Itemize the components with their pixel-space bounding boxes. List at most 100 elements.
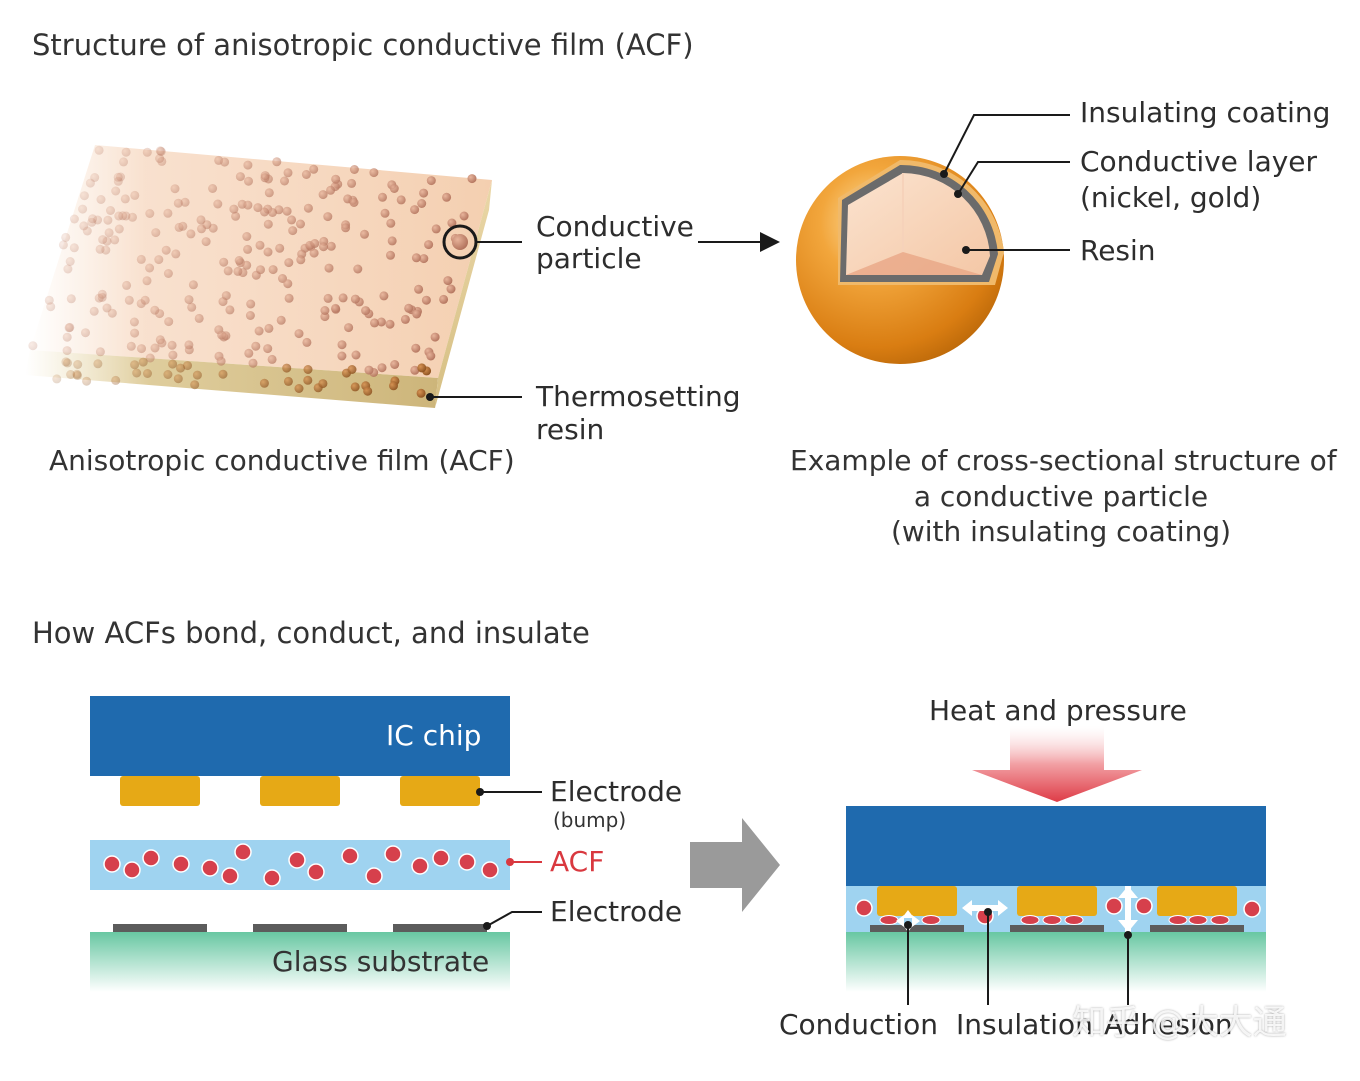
acf-film-illustration — [25, 145, 492, 408]
film-particle — [331, 303, 340, 313]
label-conductive-particle-2: particle — [536, 242, 642, 275]
film-particle — [251, 341, 261, 351]
film-particle — [155, 154, 165, 163]
film-side-particle — [52, 374, 62, 384]
film-particle — [79, 221, 89, 231]
compressed-particle — [1168, 915, 1188, 925]
bonded-electrode-2 — [1010, 925, 1104, 932]
film-side-particle — [72, 371, 82, 380]
film-particle — [369, 168, 379, 178]
glass-substrate — [90, 932, 510, 992]
film-particle — [110, 235, 120, 245]
highlighted-particle — [452, 234, 468, 250]
film-particle — [424, 240, 434, 250]
film-particle — [351, 350, 361, 360]
film-particle — [208, 184, 218, 193]
compressed-particle — [879, 915, 899, 925]
film-particle — [145, 209, 155, 218]
film-particle — [378, 192, 387, 202]
film-particle — [213, 199, 223, 209]
label-thermosetting-2: resin — [536, 413, 605, 446]
bonded-electrode-1 — [870, 925, 964, 932]
film-particle — [154, 255, 164, 265]
leader-dot-electrode — [483, 922, 491, 930]
film-particle — [248, 358, 258, 368]
film-particle — [122, 280, 132, 290]
leader-dot-insulation — [984, 908, 992, 916]
acf-particle — [432, 849, 450, 867]
film-particle — [130, 190, 140, 200]
film-particle — [69, 243, 79, 253]
film-particle — [282, 206, 292, 216]
film-particle — [404, 303, 414, 313]
film-particle — [65, 257, 75, 266]
film-particle — [349, 198, 359, 207]
leader-dot-conduction — [904, 921, 912, 929]
film-side-particle — [73, 360, 83, 369]
film-particle — [326, 241, 336, 251]
film-particle — [96, 195, 106, 204]
bonded-particle — [1243, 900, 1261, 918]
film-particle — [243, 244, 253, 254]
film-particle — [173, 198, 183, 208]
film-particle — [283, 279, 293, 289]
film-particle — [376, 317, 386, 327]
film-particle — [188, 280, 198, 290]
film-particle — [180, 197, 190, 207]
film-particle — [245, 311, 255, 320]
film-particle — [113, 172, 123, 182]
film-particle — [412, 309, 422, 319]
film-side-particle — [294, 384, 304, 393]
film-particle — [244, 176, 253, 186]
acf-particle — [123, 861, 141, 879]
film-particle — [267, 354, 277, 364]
film-particle — [459, 211, 469, 221]
label-conduction: Conduction — [779, 1008, 938, 1041]
label-electrode-bump: Electrode — [550, 775, 683, 808]
film-particle — [288, 226, 298, 236]
film-particle — [88, 214, 98, 224]
film-particle — [150, 305, 160, 315]
heat-pressure-arrow — [972, 726, 1142, 802]
film-side-particle — [192, 370, 202, 380]
film-particle — [168, 350, 178, 360]
film-particles — [28, 145, 477, 398]
film-side-particle — [143, 369, 152, 378]
film-particle — [439, 294, 449, 304]
substrate-electrode-2 — [253, 924, 347, 932]
film-particle — [390, 360, 400, 369]
label-bump-note: (bump) — [553, 808, 627, 832]
film-particle — [324, 263, 334, 273]
film-particle — [350, 294, 360, 304]
leader-conductive-layer — [957, 161, 1070, 195]
film-particle — [379, 291, 389, 301]
film-side-particle — [259, 378, 269, 388]
film-particle — [296, 255, 306, 265]
film-particle — [349, 165, 359, 174]
label-conductive-layer-2: (nickel, gold) — [1080, 181, 1262, 214]
film-side-particle — [218, 369, 228, 379]
film-particle — [253, 203, 263, 213]
film-particle — [151, 228, 161, 238]
film-particle — [387, 236, 397, 246]
leader-dot-coating — [940, 170, 948, 178]
film-particle — [137, 344, 146, 354]
film-particle — [219, 257, 229, 267]
film-particle — [331, 174, 341, 184]
film-particle — [364, 365, 374, 375]
film-particle — [164, 317, 174, 327]
film-particle — [170, 184, 180, 194]
film-particle — [263, 344, 273, 354]
film-particle — [246, 299, 256, 309]
film-particle — [126, 341, 136, 351]
film-particle — [119, 157, 128, 167]
film-particle — [124, 295, 134, 305]
film-particle — [256, 265, 265, 275]
film-particle — [323, 212, 333, 222]
film-particle — [171, 249, 181, 259]
film-particle — [410, 365, 420, 375]
acf-particle — [221, 867, 239, 885]
film-particle — [220, 157, 230, 167]
conductive-particle-cross-section — [796, 156, 1004, 364]
